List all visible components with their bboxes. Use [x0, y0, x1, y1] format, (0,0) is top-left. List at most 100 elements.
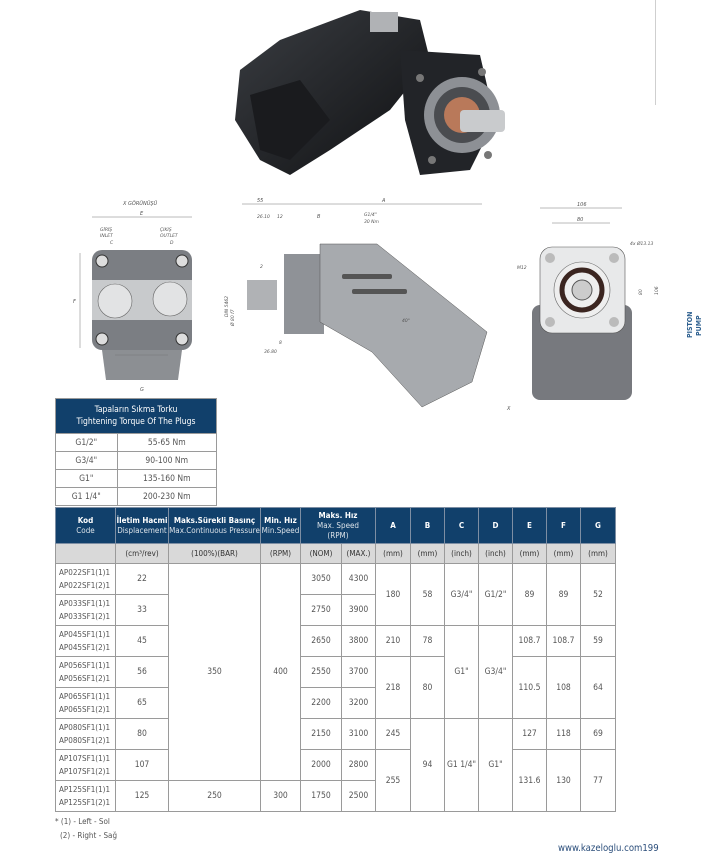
table-cell: (mm)	[512, 543, 547, 564]
table-cell: 56	[115, 656, 169, 688]
table-cell: 45	[115, 625, 169, 657]
drawing-label: E	[140, 211, 144, 217]
table-cell: 89	[512, 563, 547, 626]
front-view-drawing: 106 80 4x Ø13.13 M12 80 106	[517, 202, 660, 400]
table-row: G1 1/4"200-230 Nm	[55, 487, 218, 506]
table-cell: (mm)	[375, 543, 411, 564]
note-left: * (1) - Left - Sol	[55, 817, 110, 826]
table-cell: G1/2"	[55, 433, 118, 452]
table-cell: 108.7	[546, 625, 581, 657]
col-g: G	[580, 507, 616, 544]
table-cell: 3100	[341, 718, 376, 750]
table-cell: 218	[375, 656, 411, 719]
drawing-label: 30 Nm	[364, 219, 380, 225]
page-fold-line	[655, 0, 656, 105]
units-row: (cm³/rev)(100%)(BAR)(RPM) (NOM)(MAX.) (m…	[55, 543, 616, 564]
side-view-drawing: 55 A 26.10 12 B G1/4" 30 Nm 2 DIN 5462 Ø…	[224, 198, 511, 412]
table-cell: 210	[375, 625, 411, 657]
table-cell: 300	[260, 780, 301, 812]
table-cell: 2550	[300, 656, 342, 688]
table-cell: G1"	[444, 625, 479, 719]
drawing-label: 55	[257, 198, 263, 204]
torque-table: Tapaların Sıkma Torku Tightening Torque …	[55, 398, 218, 506]
table-row: G1"135-160 Nm	[55, 469, 218, 488]
side-tab-line1: PISTON	[686, 311, 694, 338]
table-cell: 118	[546, 718, 581, 750]
table-cell: 78	[410, 625, 445, 657]
table-cell: G1 1/4"	[444, 718, 479, 812]
table-cell: 90-100 Nm	[116, 451, 218, 470]
drawing-label: 12	[277, 214, 283, 220]
table-cell: G1/2"	[478, 563, 513, 626]
table-cell: (RPM)	[260, 543, 301, 564]
table-cell: 350	[168, 563, 261, 781]
table-cell	[55, 543, 116, 564]
torque-table-header: Tapaların Sıkma Torku Tightening Torque …	[55, 398, 217, 434]
drawing-label: GİRİŞ	[100, 226, 112, 233]
table-cell: G1 1/4"	[55, 487, 118, 506]
table-cell: 59	[580, 625, 616, 657]
table-cell: 3200	[341, 687, 376, 719]
table-cell: (inch)	[444, 543, 479, 564]
table-cell: 250	[168, 780, 261, 812]
table-cell: G3/4"	[478, 625, 513, 719]
table-cell: 80	[115, 718, 169, 750]
table-cell: 130	[546, 749, 581, 812]
drawing-label: 26.10	[257, 214, 270, 220]
side-tab-line2: PUMP	[695, 315, 703, 336]
col-d: D	[478, 507, 513, 544]
table-cell: 127	[512, 718, 547, 750]
table-cell: 2000	[300, 749, 342, 781]
torque-title-tr: Tapaların Sıkma Torku	[94, 405, 178, 415]
table-cell: 110.5	[512, 656, 547, 719]
table-cell: 245	[375, 718, 411, 750]
table-cell: 131.6	[512, 749, 547, 812]
table-cell: 255	[375, 749, 411, 812]
table-cell: (100%)(BAR)	[168, 543, 261, 564]
drawing-label: 2	[260, 264, 263, 270]
table-cell: 108.7	[512, 625, 547, 657]
drawing-label: A	[381, 198, 386, 204]
table-cell: 33	[115, 594, 169, 626]
table-cell: 69	[580, 718, 616, 750]
table-cell: 4300	[341, 563, 376, 595]
col-f: F	[546, 507, 581, 544]
table-cell: (mm)	[580, 543, 616, 564]
torque-title-en: Tightening Torque Of The Plugs	[76, 417, 196, 427]
drawing-label: 8	[279, 340, 282, 346]
table-cell: 108	[546, 656, 581, 719]
table-cell: 80	[410, 656, 445, 719]
table-cell: 3050	[300, 563, 342, 595]
table-cell: 2150	[300, 718, 342, 750]
col-a: A	[375, 507, 411, 544]
drawing-label: G1/4"	[364, 212, 377, 218]
drawing-label: 4x Ø13.13	[630, 240, 654, 247]
col-c: C	[444, 507, 479, 544]
table-cell: 400	[260, 563, 301, 781]
drawing-label: X	[506, 406, 511, 412]
table-cell: 65	[115, 687, 169, 719]
table-cell: 3900	[341, 594, 376, 626]
table-cell: 107	[115, 749, 169, 781]
table-cell: 64	[580, 656, 616, 719]
side-tab-label: PISTON PUMP	[686, 300, 706, 340]
table-cell: G3/4"	[444, 563, 479, 626]
website-link[interactable]: www.kazeloglu.com	[558, 843, 643, 854]
table-cell: 2800	[341, 749, 376, 781]
